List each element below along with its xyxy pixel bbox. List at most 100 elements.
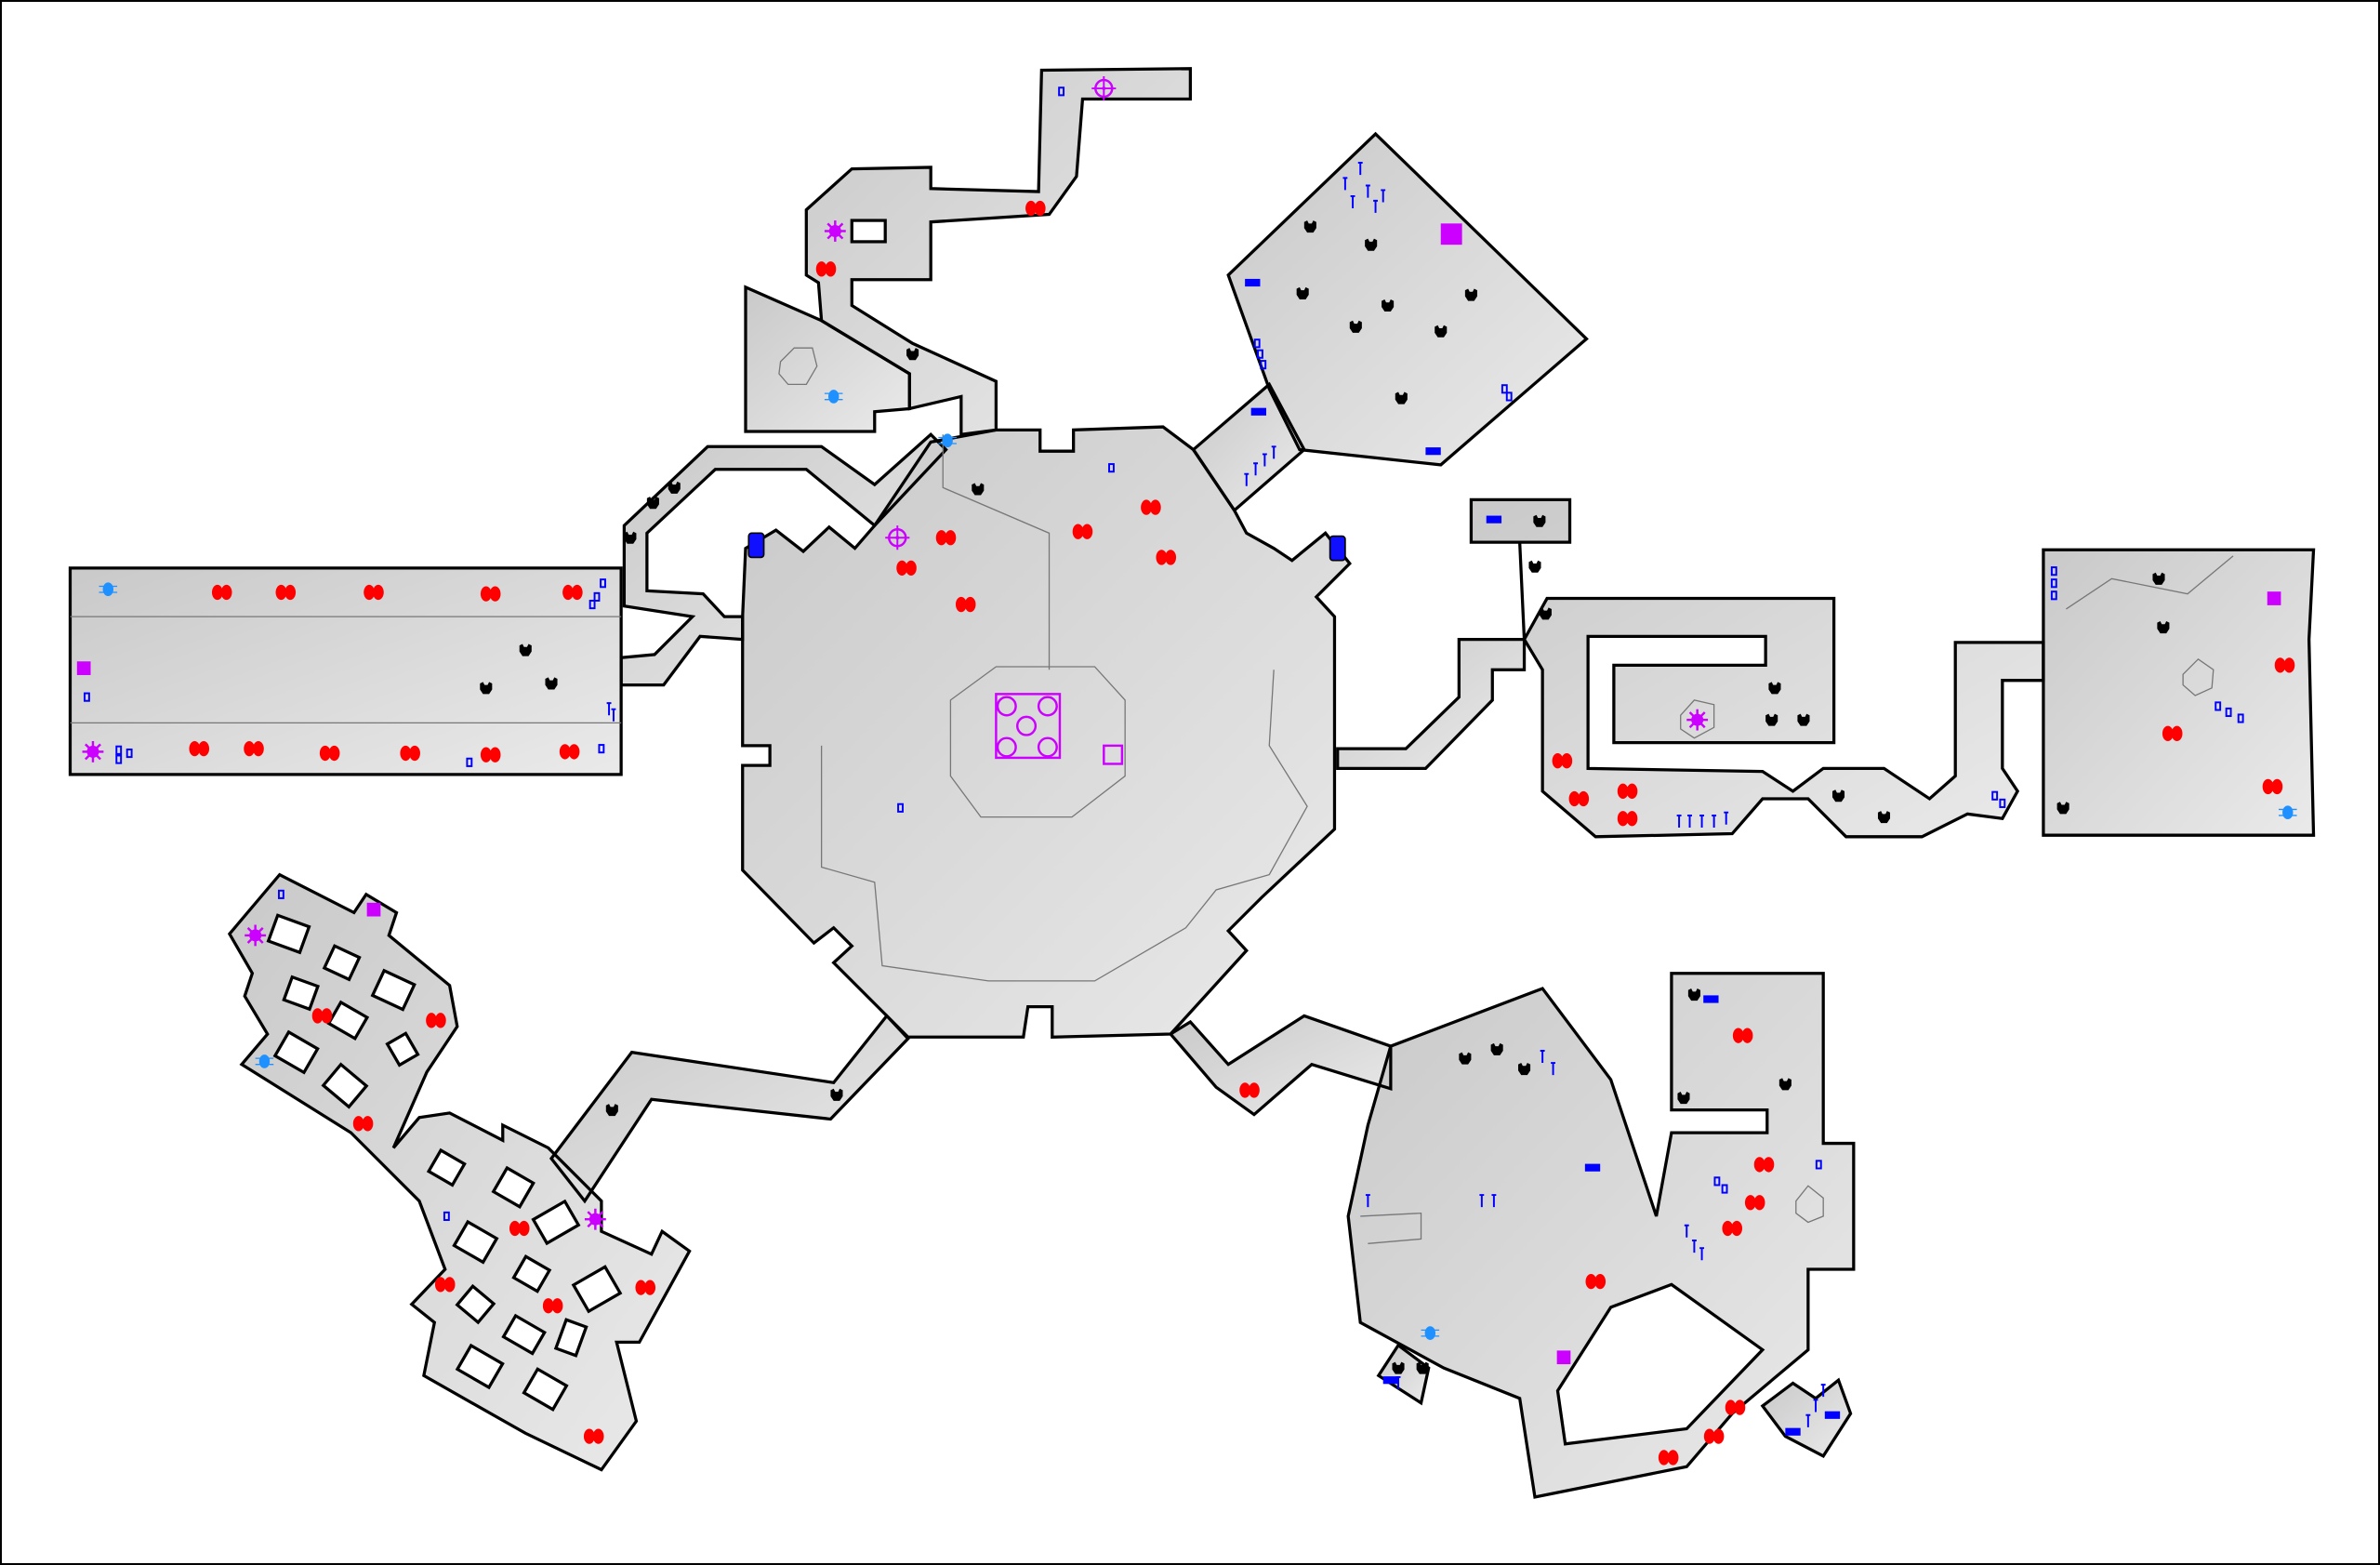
red-double-oval-icon [400, 745, 420, 762]
red-double-oval-icon [1753, 1157, 1775, 1173]
west-loop-corridor-outline [619, 431, 948, 687]
pillar [452, 1219, 499, 1265]
red-double-oval-icon [2274, 657, 2295, 673]
key-icon [1813, 1399, 1818, 1412]
blue-item-icon [277, 889, 284, 899]
southeast-inner-outline [1555, 1282, 1765, 1446]
purple-square-icon [1440, 223, 1462, 245]
red-double-oval-icon [509, 1220, 530, 1237]
east-spiral-outline [1469, 497, 2045, 839]
imp-icon [1539, 607, 1552, 620]
purple-burst-icon [245, 924, 267, 947]
imp-icon [1296, 286, 1309, 299]
imp-icon [1464, 288, 1477, 301]
blue-item-icon [1505, 391, 1513, 402]
red-double-oval-icon [275, 584, 297, 601]
key-icon [1684, 1224, 1689, 1238]
pillar [491, 1165, 536, 1210]
red-double-oval-icon [244, 740, 264, 757]
teleporter-ring [996, 736, 1017, 758]
blue-item-icon [1713, 1176, 1721, 1187]
imp-icon [1382, 298, 1395, 312]
pillar [272, 1029, 320, 1075]
blue-item-icon [1257, 349, 1263, 359]
pillar [322, 944, 362, 982]
red-double-oval-icon [1141, 499, 1161, 515]
key-icon [1262, 453, 1267, 467]
red-double-oval-icon [2262, 778, 2283, 795]
red-double-oval-icon [896, 560, 917, 577]
imp-icon [1435, 325, 1448, 338]
crosshair-icon [885, 525, 910, 550]
red-double-oval-icon [434, 1277, 456, 1293]
pillar [370, 968, 416, 1012]
key-icon [1381, 189, 1386, 203]
blue-item-icon [466, 757, 473, 767]
imp-icon [2152, 572, 2165, 585]
imp-icon [1303, 220, 1316, 233]
ammo-box-icon [1824, 1411, 1841, 1419]
blue-item-icon [115, 754, 123, 764]
blue-item-icon [2050, 566, 2057, 577]
red-double-oval-icon [1744, 1195, 1765, 1211]
imp-icon [2157, 621, 2170, 634]
ammo-box-icon [1245, 278, 1261, 287]
key-icon [1551, 1062, 1556, 1076]
imp-icon [1392, 1361, 1405, 1374]
octagon-marker [2182, 657, 2215, 696]
imp-icon [1877, 811, 1891, 824]
southwest-corridor [551, 1015, 908, 1201]
imp-icon [624, 531, 637, 544]
blue-item-icon [593, 591, 601, 602]
key-icon [611, 708, 616, 722]
red-double-oval-icon [635, 1280, 656, 1295]
pillar [850, 219, 887, 244]
map-areas [70, 68, 2314, 1497]
west-loop-corridor [621, 434, 946, 685]
imp-icon [1518, 1063, 1531, 1076]
imp-icon [1533, 514, 1546, 527]
imp-icon [1831, 789, 1845, 802]
hub-octagon [949, 666, 1126, 818]
east-spiral [1471, 499, 2043, 837]
red-double-oval-icon [1585, 1273, 1606, 1290]
red-double-oval-icon [2162, 725, 2183, 741]
beetle-icon [2278, 805, 2297, 820]
blue-item-icon [1991, 790, 1999, 801]
red-double-oval-icon [1722, 1220, 1742, 1237]
red-double-oval-icon [1732, 1028, 1753, 1043]
imp-icon [1395, 391, 1408, 405]
key-icon [1350, 194, 1355, 209]
pillar [426, 1147, 467, 1187]
pillar [321, 1062, 369, 1109]
imp-icon [545, 677, 558, 690]
blue-item-icon [1999, 798, 2006, 808]
imp-icon [1490, 1042, 1503, 1055]
central-hub [742, 427, 1350, 1038]
red-double-oval-icon [1617, 783, 1638, 800]
imp-icon [1416, 1361, 1429, 1374]
imp-icon [605, 1104, 618, 1117]
blue-item-icon [1721, 1184, 1728, 1194]
east-connector [1337, 639, 1525, 769]
north-corridor [806, 68, 1191, 435]
octagon-marker [1680, 699, 1715, 739]
imp-icon [1765, 713, 1778, 726]
west-room-outline [68, 566, 623, 776]
red-double-oval-icon [1072, 524, 1093, 539]
pillar [455, 1343, 505, 1390]
key-icon [1342, 177, 1348, 191]
red-double-oval-icon [1025, 200, 1046, 217]
southeast-corridor [1170, 1015, 1391, 1115]
ammo-box-icon [1584, 1163, 1601, 1172]
red-double-oval-icon [1552, 753, 1573, 769]
ammo-box-icon [1425, 447, 1441, 456]
purple-burst-icon [824, 220, 846, 242]
pillar [266, 913, 311, 955]
red-double-oval-icon [311, 1008, 333, 1024]
map-markers [76, 75, 2297, 1466]
pillar [282, 975, 321, 1012]
purple-burst-icon [82, 740, 104, 763]
